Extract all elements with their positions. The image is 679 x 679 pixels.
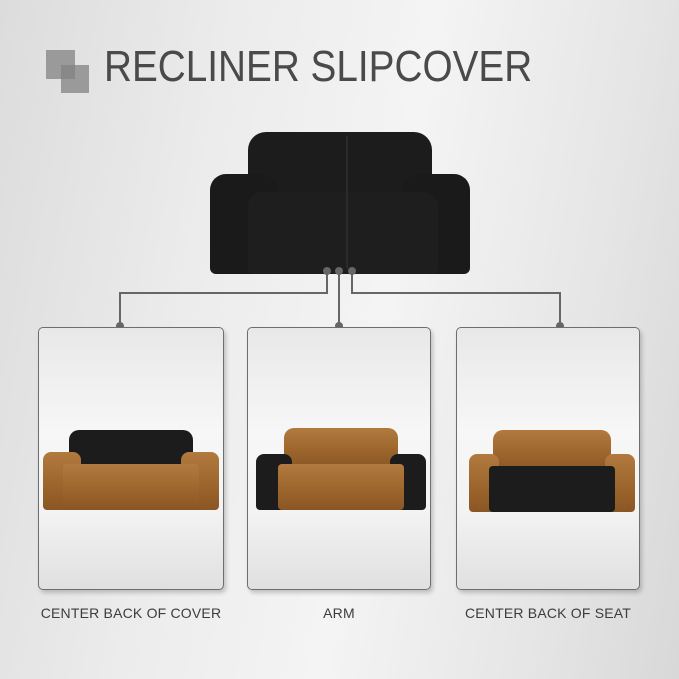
label-center-back-of-cover: CENTER BACK OF COVER xyxy=(40,605,222,621)
connector-line xyxy=(119,292,328,294)
logo-square-front-icon xyxy=(61,65,89,93)
connector-line xyxy=(119,292,121,326)
logo xyxy=(46,50,90,94)
sofa-back-cover-image xyxy=(43,424,219,512)
page-title: RECLINER SLIPCOVER xyxy=(104,42,533,91)
sofa-arm-cover-image xyxy=(256,428,426,510)
label-center-back-of-seat: CENTER BACK OF SEAT xyxy=(464,605,632,621)
sofa-seam xyxy=(346,136,348,268)
connector-line xyxy=(351,271,353,293)
connector-line xyxy=(326,271,328,293)
connector-node-panel-center xyxy=(335,322,343,330)
sofa-seat-cover-image xyxy=(469,430,635,512)
connector-line xyxy=(351,292,560,294)
main-sofa-image xyxy=(208,132,472,274)
connector-node-panel-right xyxy=(556,322,564,330)
label-arm: ARM xyxy=(323,605,355,621)
sofa-seat xyxy=(248,192,438,274)
panel-arm xyxy=(247,327,431,590)
panel-center-back-of-seat xyxy=(456,327,640,590)
connector-line xyxy=(338,271,340,326)
connector-line xyxy=(559,292,561,326)
connector-node-panel-left xyxy=(116,322,124,330)
panel-center-back-of-cover xyxy=(38,327,224,590)
